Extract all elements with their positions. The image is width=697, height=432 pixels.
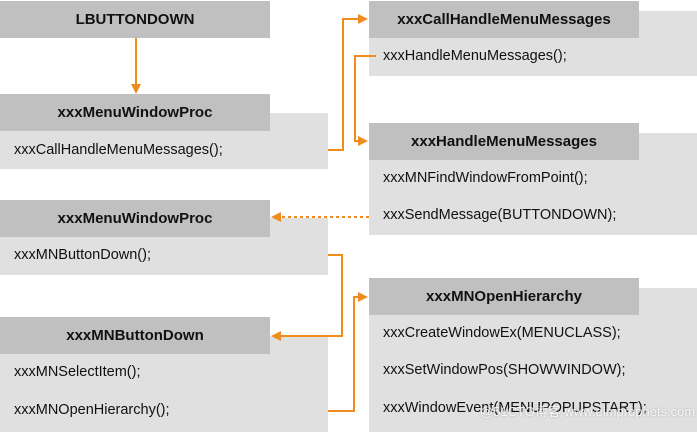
mn-open-hierarchy-title: xxxMNOpenHierarchy [369, 278, 639, 315]
menu-window-proc-line-2: xxxMNButtonDown(); [14, 247, 151, 263]
menu-window-proc-body-1: xxxCallHandleMenuMessages(); [0, 113, 328, 169]
mn-button-down-line-1: xxxMNSelectItem(); [14, 364, 141, 380]
mn-button-down-line-2: xxxMNOpenHierarchy(); [14, 402, 170, 418]
menu-window-proc-title-2: xxxMenuWindowProc [0, 200, 270, 237]
handle-menu-messages-line-2: xxxSendMessage(BUTTONDOWN); [383, 207, 617, 223]
mn-open-hierarchy-line-3: xxxWindowEvent(MENUPOPUPSTART); [383, 400, 647, 416]
arrow-to-handle-menu-messages [354, 55, 376, 146]
menu-window-proc-title-1: xxxMenuWindowProc [0, 94, 270, 131]
handle-menu-messages-line-1: xxxMNFindWindowFromPoint(); [383, 170, 588, 186]
call-handle-menu-messages-line: xxxHandleMenuMessages(); [383, 48, 567, 64]
mn-open-hierarchy-line-1: xxxCreateWindowEx(MENUCLASS); [383, 325, 621, 341]
watermark-text: @51CTO博客 www.eimprophets.com ) [480, 404, 697, 419]
arrow-to-call-handle-menu-messages [328, 14, 368, 151]
mn-button-down-title: xxxMNButtonDown [0, 317, 270, 354]
lbuttondown-box: LBUTTONDOWN [0, 1, 270, 38]
arrow-to-mn-open-hierarchy [328, 292, 368, 412]
handle-menu-messages-title: xxxHandleMenuMessages [369, 123, 639, 160]
call-handle-menu-messages-title: xxxCallHandleMenuMessages [369, 1, 639, 38]
arrow-to-mn-button-down [271, 254, 343, 341]
mn-open-hierarchy-line-2: xxxSetWindowPos(SHOWWINDOW); [383, 362, 626, 378]
menu-window-proc-line: xxxCallHandleMenuMessages(); [14, 142, 223, 158]
